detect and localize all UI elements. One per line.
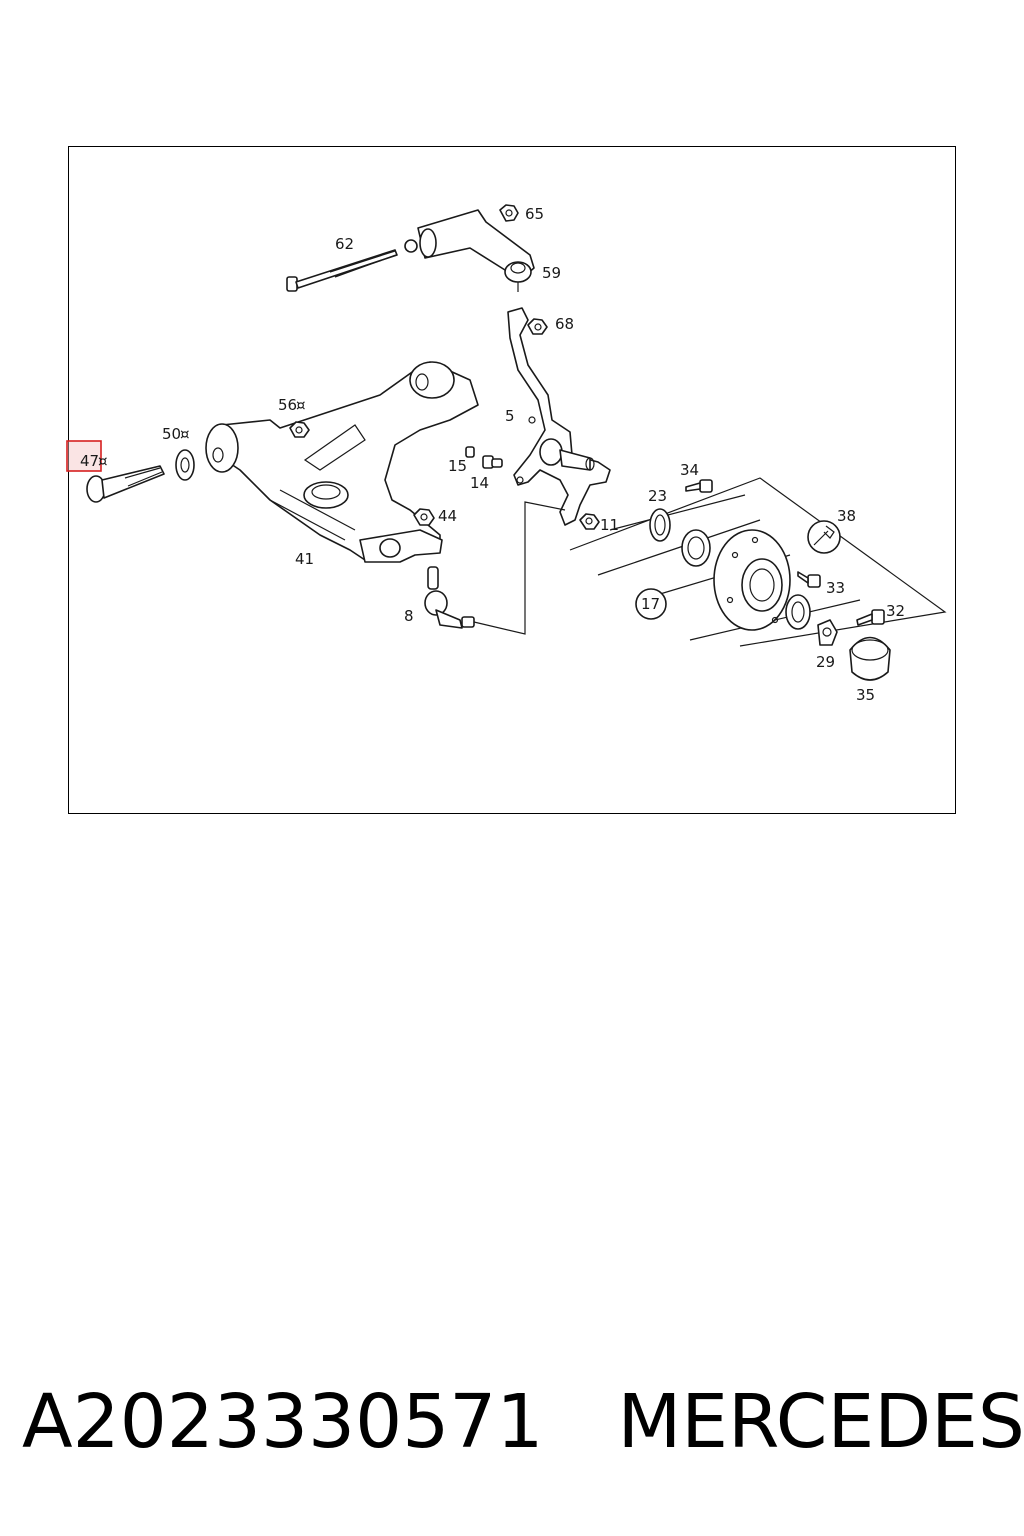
marker-56: ¤ (296, 396, 306, 414)
nut-44 (413, 508, 435, 526)
callout-56: 56 (278, 396, 297, 414)
stud-14 (482, 455, 503, 469)
screw-33 (797, 571, 821, 588)
callout-5: 5 (505, 407, 515, 425)
brand-name: MERCEDES (617, 1379, 1024, 1465)
washer-29 (817, 619, 838, 646)
callout-35: 35 (856, 686, 875, 704)
nut-65 (499, 204, 519, 222)
nut-56 (289, 421, 310, 438)
ball-joint-leader-line (473, 501, 566, 635)
highlight-box-47 (66, 440, 102, 472)
callout-17: 17 (641, 595, 660, 613)
callout-47: 47 (80, 452, 99, 470)
inner-bearing (681, 529, 711, 567)
outer-bearing (785, 594, 811, 630)
circled-callout-17 (635, 588, 667, 620)
callout-23: 23 (648, 487, 667, 505)
callout-68: 68 (555, 315, 574, 333)
lower-arm-bolt-47 (86, 465, 165, 503)
screw-34 (685, 479, 713, 493)
callout-15: 15 (448, 457, 467, 475)
nut-68 (527, 318, 548, 335)
callout-65: 65 (525, 205, 544, 223)
callout-44: 44 (438, 507, 457, 525)
callout-32: 32 (886, 602, 905, 620)
upper-control-arm (404, 209, 535, 292)
callout-34: 34 (680, 461, 699, 479)
callout-29: 29 (816, 653, 835, 671)
marker-50: ¤ (180, 425, 190, 443)
part-caption: A2023330571 MERCEDES (22, 1372, 1024, 1472)
callout-59: 59 (542, 264, 561, 282)
wheel-hub (713, 529, 791, 631)
hub-cap-35 (849, 636, 891, 681)
marker-47: ¤ (98, 452, 108, 470)
washer-50 (175, 449, 195, 481)
part-number: A2023330571 (22, 1379, 544, 1465)
callout-8: 8 (404, 607, 414, 625)
callout-62: 62 (335, 235, 354, 253)
upper-arm-bolt (286, 249, 398, 292)
callout-33: 33 (826, 579, 845, 597)
stud-15 (465, 446, 475, 458)
wrench-symbol-icon (807, 520, 841, 554)
screw-32 (856, 609, 885, 626)
ball-joint (424, 566, 475, 629)
callout-11: 11 (600, 516, 619, 534)
nut-11 (579, 513, 600, 530)
callout-38: 38 (837, 507, 856, 525)
callout-41: 41 (295, 550, 314, 568)
steering-knuckle (507, 307, 611, 526)
callout-50: 50 (162, 425, 181, 443)
lower-control-arm (205, 361, 479, 563)
seal-23 (649, 508, 671, 542)
callout-14: 14 (470, 474, 489, 492)
